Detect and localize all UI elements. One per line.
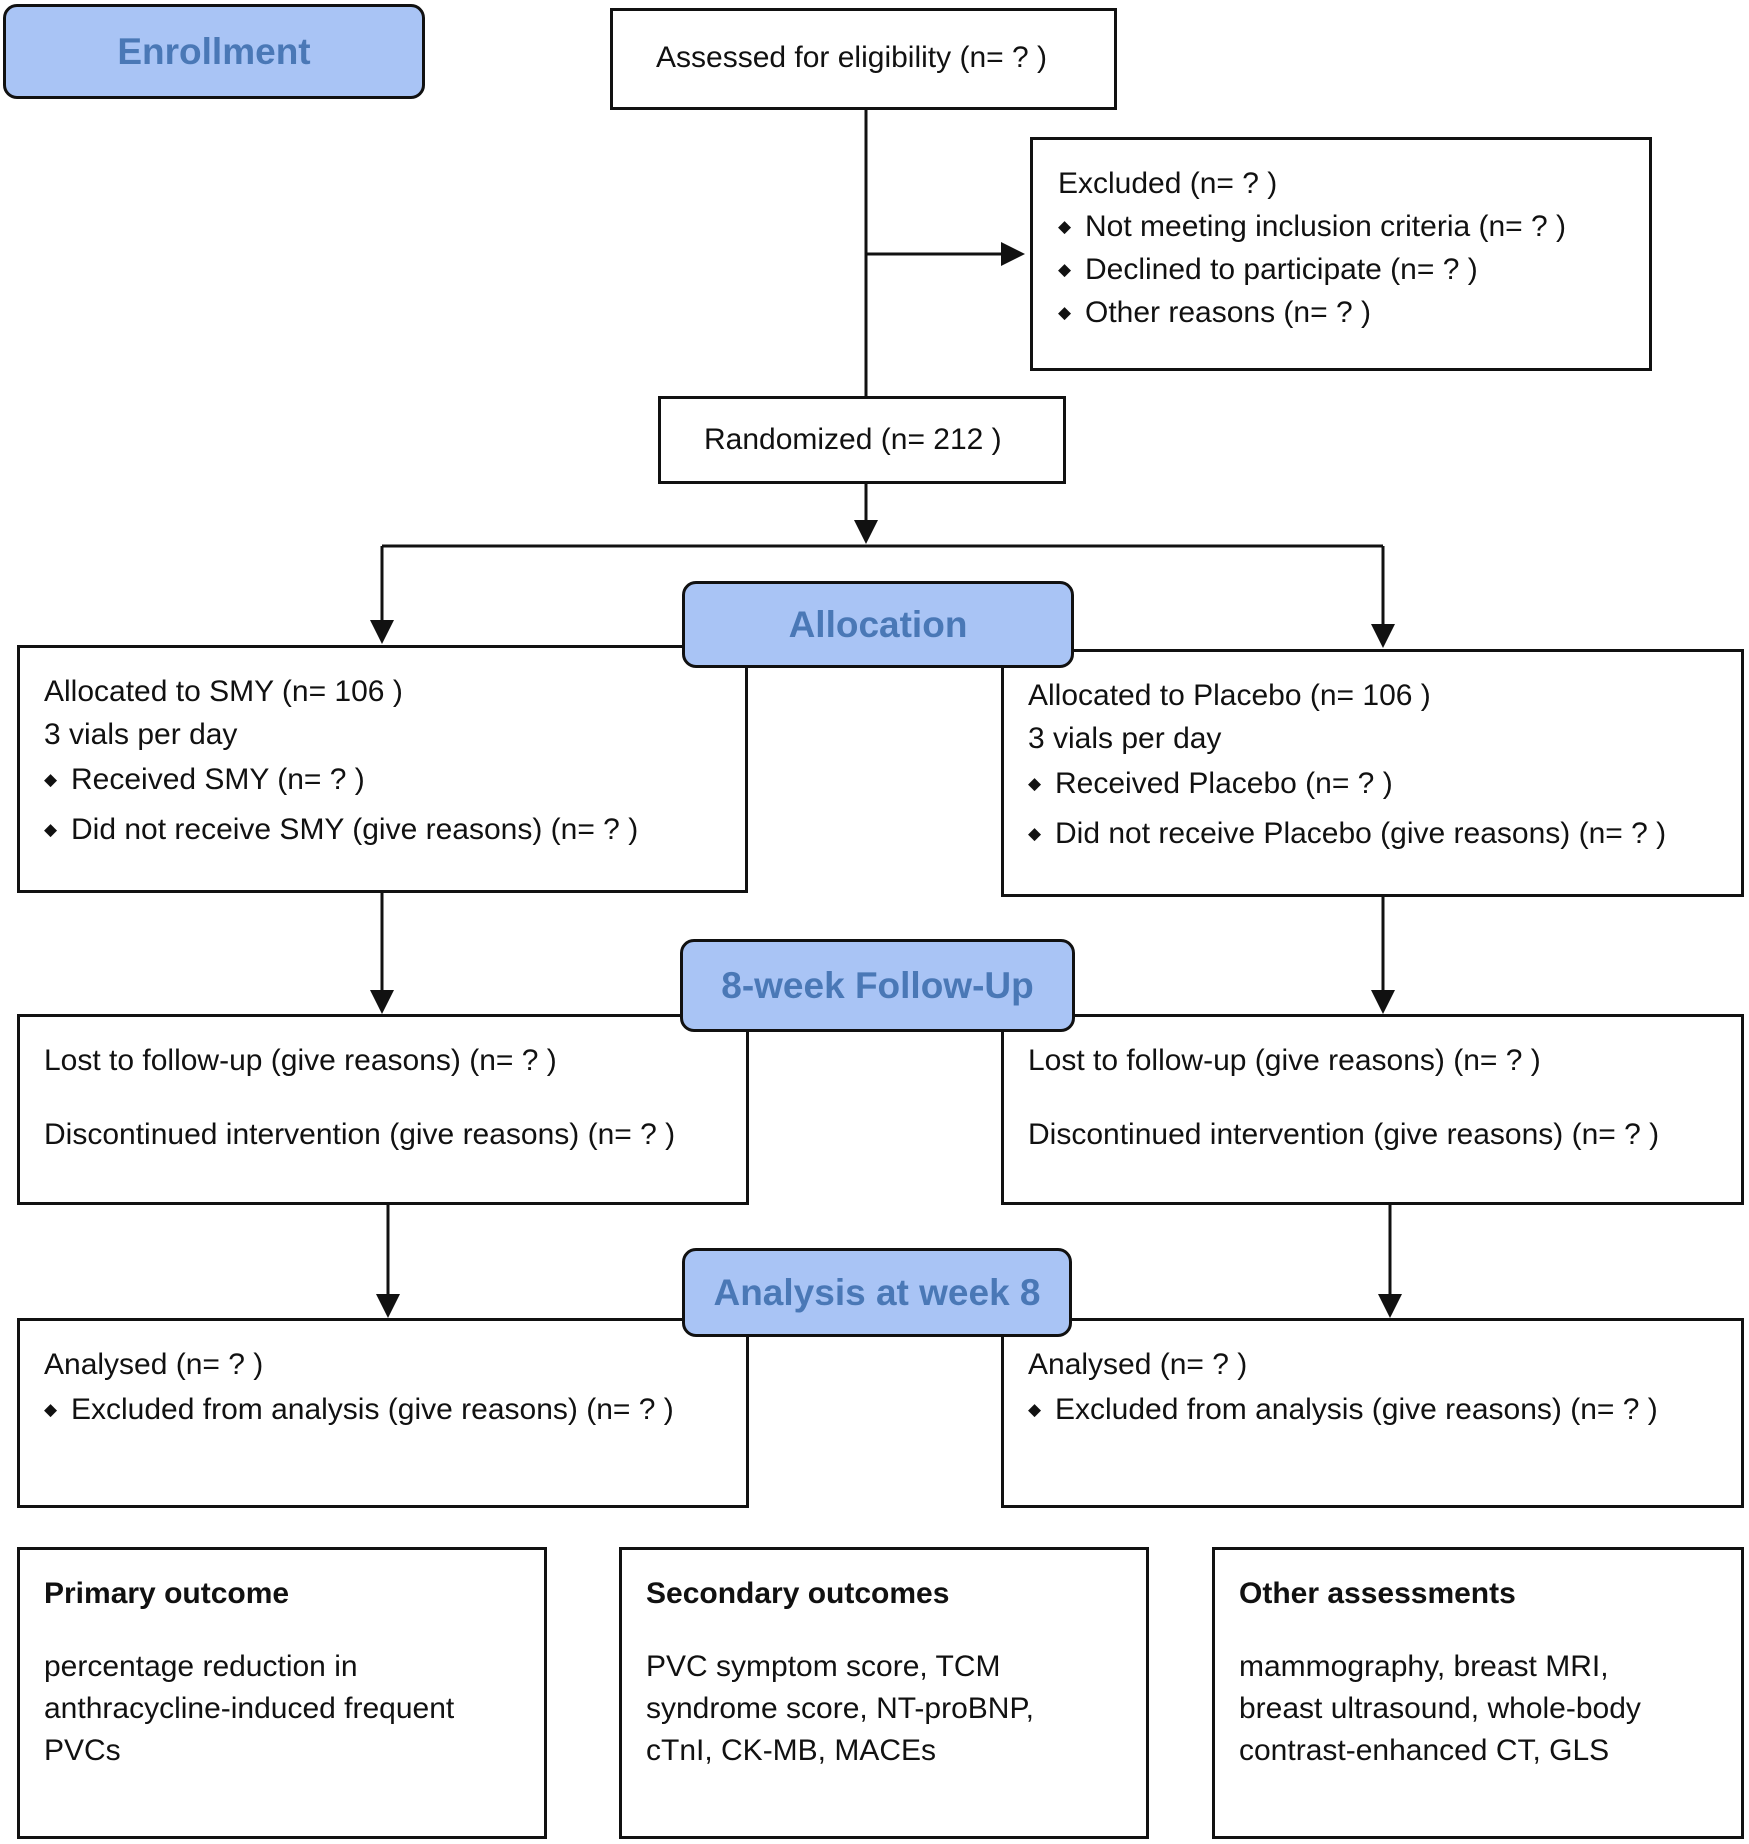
smy-allocation-box: Allocated to SMY (n= 106 ) 3 vials per d…: [17, 645, 748, 893]
other-assessments-box: Other assessments mammography, breast MR…: [1212, 1547, 1744, 1839]
bullet-icon: ◆: [1058, 303, 1072, 322]
bullet-icon: ◆: [1058, 260, 1072, 279]
allocation-label: Allocation: [682, 581, 1074, 668]
other-assessment-line: contrast-enhanced CT, GLS: [1239, 1734, 1610, 1767]
excluded-item: ◆Not meeting inclusion criteria (n= ? ): [1058, 210, 1567, 243]
secondary-outcome-line: PVC symptom score, TCM: [646, 1650, 1001, 1683]
placebo-analysis-box: Analysed (n= ? ) ◆Excluded from analysis…: [1001, 1318, 1744, 1508]
smy-discontinued-text: Discontinued intervention (give reasons)…: [44, 1118, 676, 1151]
other-assessments-title: Other assessments: [1239, 1577, 1516, 1610]
followup-label: 8-week Follow-Up: [680, 939, 1075, 1032]
randomized-text: Randomized (n= 212 ): [704, 423, 1002, 456]
placebo-excluded-analysis: ◆Excluded from analysis (give reasons) (…: [1028, 1393, 1658, 1426]
primary-outcome-title: Primary outcome: [44, 1577, 290, 1610]
assessed-box: Assessed for eligibility (n= ? ): [610, 8, 1117, 110]
bullet-icon: ◆: [44, 770, 58, 789]
smy-not-received: ◆Did not receive SMY (give reasons) (n= …: [44, 813, 639, 846]
smy-allocated-text: Allocated to SMY (n= 106 ): [44, 675, 403, 708]
other-assessment-line: breast ultrasound, whole-body: [1239, 1692, 1641, 1725]
smy-lost-text: Lost to follow-up (give reasons) (n= ? ): [44, 1044, 557, 1077]
smy-analysed-text: Analysed (n= ? ): [44, 1348, 264, 1381]
smy-received: ◆Received SMY (n= ? ): [44, 763, 365, 796]
bullet-icon: ◆: [1028, 1400, 1042, 1419]
primary-outcome-box: Primary outcome percentage reduction in …: [17, 1547, 547, 1839]
bullet-icon: ◆: [44, 1400, 58, 1419]
placebo-not-received: ◆Did not receive Placebo (give reasons) …: [1028, 817, 1667, 850]
bullet-icon: ◆: [44, 820, 58, 839]
excluded-item: ◆Declined to participate (n= ? ): [1058, 253, 1478, 286]
placebo-allocated-text: Allocated to Placebo (n= 106 ): [1028, 679, 1431, 712]
smy-followup-box: Lost to follow-up (give reasons) (n= ? )…: [17, 1014, 749, 1205]
primary-outcome-line: percentage reduction in: [44, 1650, 358, 1683]
smy-analysis-box: Analysed (n= ? ) ◆Excluded from analysis…: [17, 1318, 749, 1508]
placebo-received: ◆Received Placebo (n= ? ): [1028, 767, 1393, 800]
placebo-lost-text: Lost to follow-up (give reasons) (n= ? ): [1028, 1044, 1541, 1077]
placebo-followup-box: Lost to follow-up (give reasons) (n= ? )…: [1001, 1014, 1744, 1205]
bullet-icon: ◆: [1058, 217, 1072, 236]
primary-outcome-line: anthracycline-induced frequent: [44, 1692, 455, 1725]
secondary-outcome-line: cTnI, CK-MB, MACEs: [646, 1734, 937, 1767]
secondary-outcome-line: syndrome score, NT-proBNP,: [646, 1692, 1034, 1725]
placebo-allocation-box: Allocated to Placebo (n= 106 ) 3 vials p…: [1001, 649, 1744, 897]
excluded-item: ◆Other reasons (n= ? ): [1058, 296, 1371, 329]
enrollment-label: Enrollment: [3, 4, 425, 99]
bullet-icon: ◆: [1028, 774, 1042, 793]
smy-dose-text: 3 vials per day: [44, 718, 238, 751]
placebo-analysed-text: Analysed (n= ? ): [1028, 1348, 1248, 1381]
placebo-discontinued-text: Discontinued intervention (give reasons)…: [1028, 1118, 1660, 1151]
other-assessment-line: mammography, breast MRI,: [1239, 1650, 1609, 1683]
analysis-label: Analysis at week 8: [682, 1248, 1072, 1337]
assessed-text: Assessed for eligibility (n= ? ): [656, 41, 1047, 74]
secondary-outcomes-title: Secondary outcomes: [646, 1577, 950, 1610]
placebo-dose-text: 3 vials per day: [1028, 722, 1222, 755]
randomized-box: Randomized (n= 212 ): [658, 396, 1066, 484]
bullet-icon: ◆: [1028, 824, 1042, 843]
excluded-title: Excluded (n= ? ): [1058, 167, 1278, 200]
smy-excluded-analysis: ◆Excluded from analysis (give reasons) (…: [44, 1393, 674, 1426]
primary-outcome-line: PVCs: [44, 1734, 121, 1767]
excluded-box: Excluded (n= ? ) ◆Not meeting inclusion …: [1030, 137, 1652, 371]
secondary-outcomes-box: Secondary outcomes PVC symptom score, TC…: [619, 1547, 1149, 1839]
